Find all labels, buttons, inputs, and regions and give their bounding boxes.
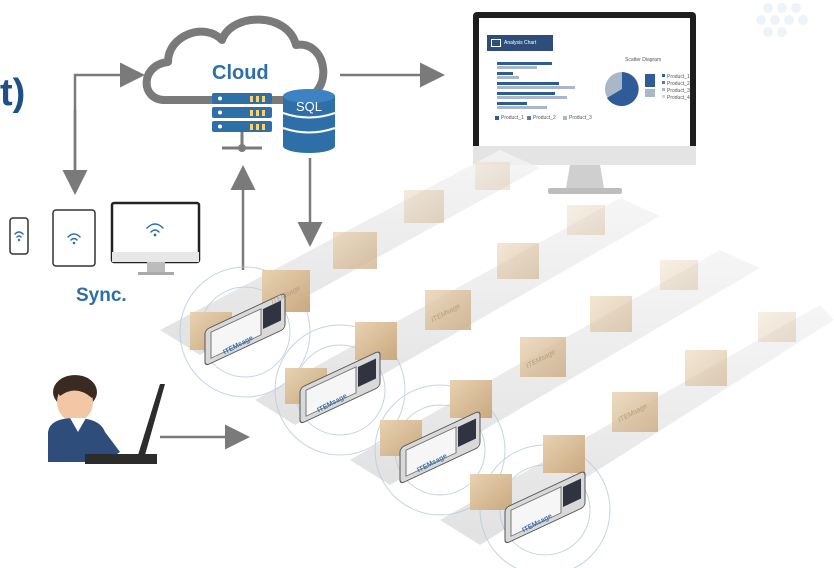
dashboard-header: Analysis Chart [487, 35, 553, 51]
bar-legend-3: Product_3 [569, 115, 592, 121]
book-icon [491, 39, 501, 47]
pie-legend-4: Product_4 [667, 95, 690, 101]
database-label: SQL [296, 99, 323, 114]
dashboard-charts [495, 62, 665, 120]
cloud-icon [142, 15, 328, 104]
cloud-label: Cloud [212, 62, 269, 84]
bar-chart [497, 62, 575, 109]
pie-title: Scatter Diagram [625, 57, 662, 63]
bar-legend-2: Product_2 [533, 115, 556, 121]
decorative-dots [756, 3, 808, 37]
sync-devices [9, 201, 201, 275]
bar-legend-1: Product_1 [501, 115, 524, 121]
legend-swatches [495, 74, 665, 120]
server-icon [212, 93, 272, 152]
title-fragment: t) [0, 72, 26, 114]
sync-label: Sync. [76, 285, 127, 306]
database-icon [282, 89, 336, 153]
pie-chart [605, 72, 655, 106]
operator-icon [48, 375, 165, 464]
cardboard-boxes [190, 162, 796, 510]
pie-legend-2: Product_2 [667, 81, 690, 87]
pie-legend-1: Product_1 [667, 74, 690, 80]
flow-arrows [62, 62, 445, 450]
itemsage-devices [204, 293, 586, 544]
pie-legend-3: Product_3 [667, 88, 690, 94]
